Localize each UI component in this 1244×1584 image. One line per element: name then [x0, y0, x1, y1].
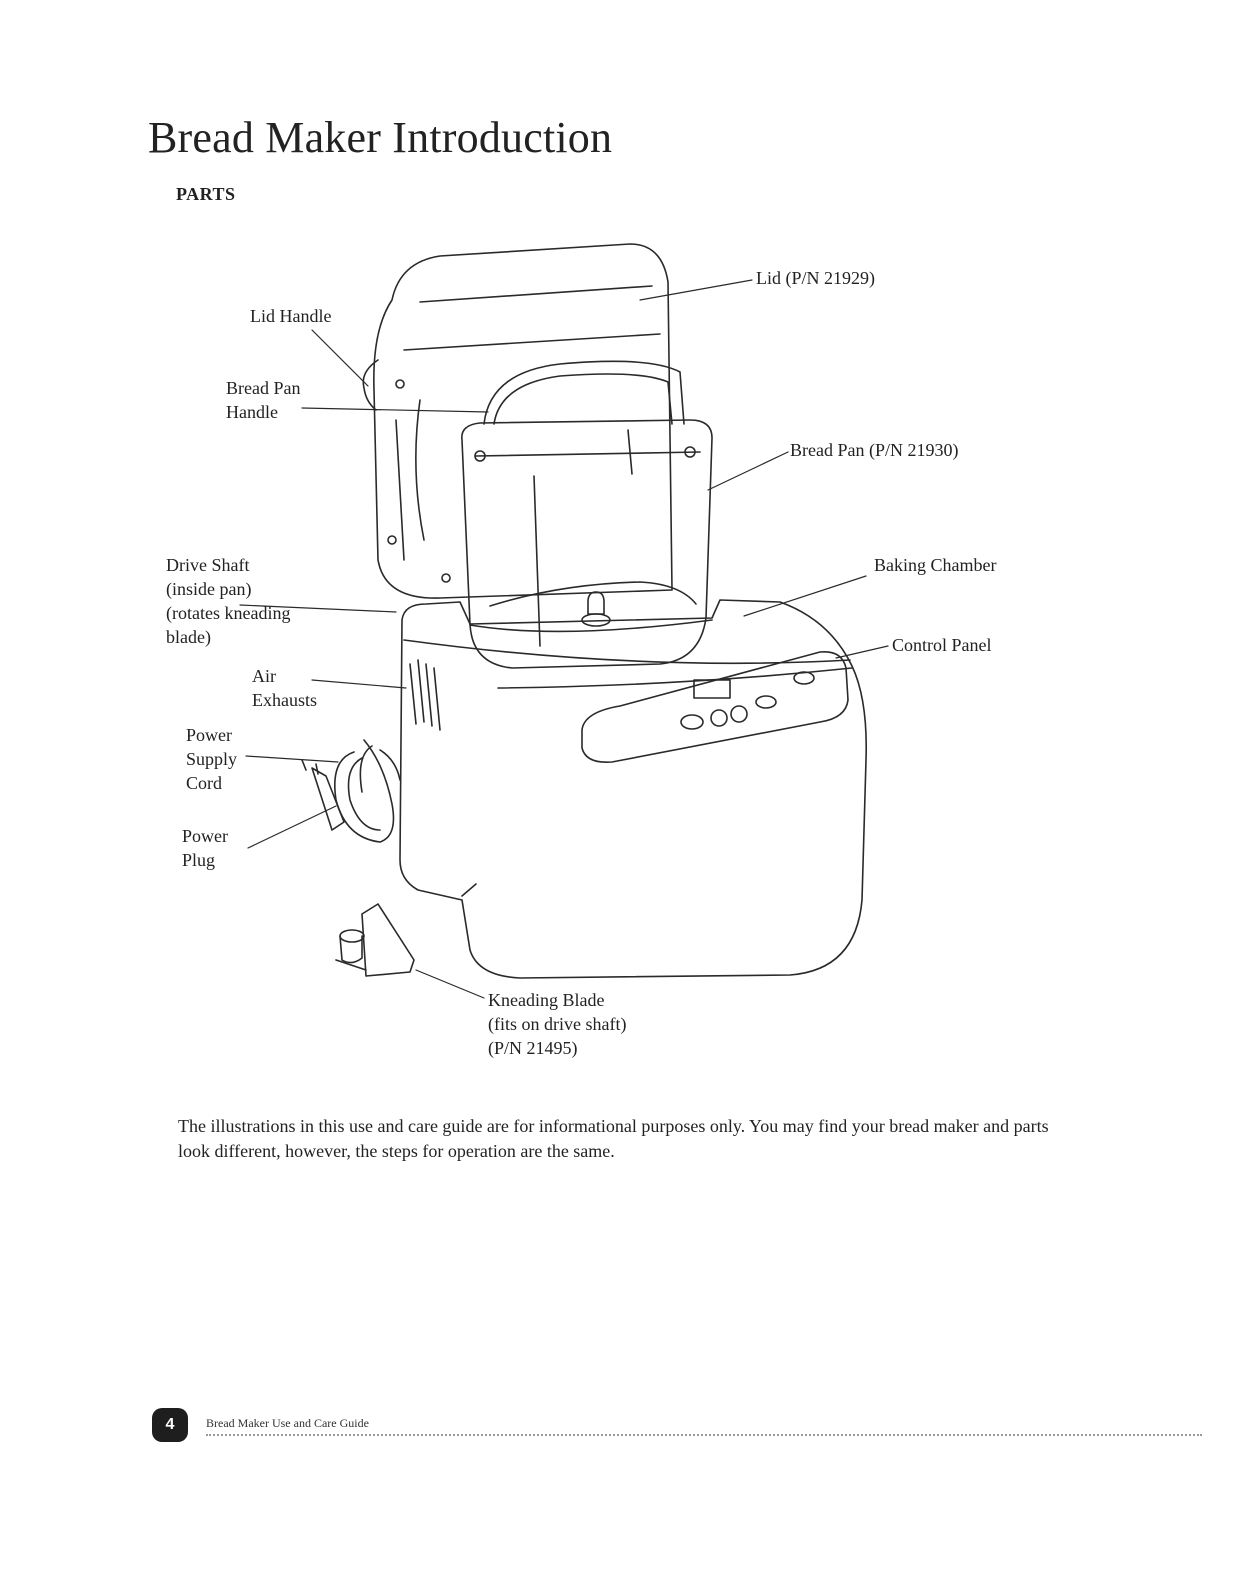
footer-dotted-rule: [206, 1434, 1202, 1436]
power-cord-part: [334, 739, 401, 843]
footer-guide-title: Bread Maker Use and Care Guide: [206, 1416, 369, 1430]
label-lid: Lid (P/N 21929): [756, 268, 875, 288]
control-panel-part: [581, 651, 849, 764]
label-power-plug: Power Plug: [182, 826, 228, 870]
label-control-panel: Control Panel: [892, 635, 992, 655]
lid-part: [373, 243, 673, 599]
label-power-supply-cord: Power Supply Cord: [186, 725, 238, 793]
base-part: [399, 599, 868, 979]
label-air-exhausts: Air Exhausts: [252, 666, 317, 710]
label-bread-pan-handle: Bread Pan Handle: [226, 378, 301, 422]
page-number-badge: 4: [152, 1408, 188, 1442]
power-plug-part: [301, 759, 345, 831]
illustration-disclaimer: The illustrations in this use and care g…: [178, 1116, 1049, 1161]
kneading-blade-part: [335, 903, 415, 977]
page-footer: 4 Bread Maker Use and Care Guide: [152, 1408, 1202, 1448]
label-baking-chamber: Baking Chamber: [874, 555, 997, 575]
lid-handle-part: [362, 359, 379, 411]
air-exhaust-slots: [409, 659, 441, 731]
label-kneading-blade: Kneading Blade (fits on drive shaft) (P/…: [488, 990, 627, 1058]
label-bread-pan: Bread Pan (P/N 21930): [790, 440, 959, 460]
label-lid-handle: Lid Handle: [250, 306, 332, 326]
section-heading: PARTS: [176, 184, 236, 204]
page-title: Bread Maker Introduction: [148, 113, 613, 162]
bread-pan-part: [461, 360, 713, 669]
label-drive-shaft: Drive Shaft (inside pan) (rotates kneadi…: [166, 555, 291, 647]
bread-maker-illustration: [239, 243, 889, 999]
